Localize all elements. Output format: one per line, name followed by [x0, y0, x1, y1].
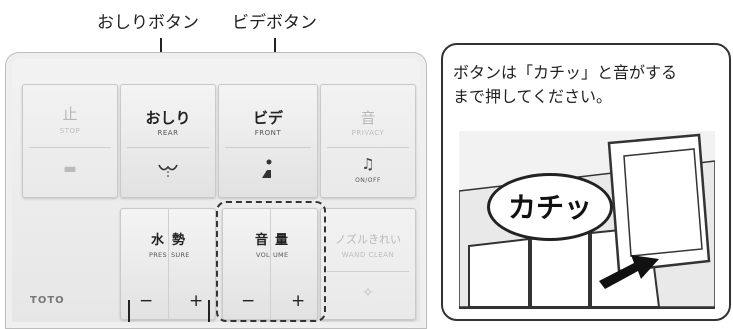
bidet-button-label: ビデボタン — [232, 13, 317, 33]
pressure-minus-callout-line — [128, 300, 130, 322]
wand-clean-en-label: WAND CLEAN — [341, 251, 395, 259]
volume-en-label-1: VOL — [256, 251, 270, 259]
pressure-plus-button[interactable]: + — [189, 291, 204, 311]
volume-split — [270, 209, 271, 319]
privacy-onoff-label: ON/OFF — [355, 177, 381, 184]
rear-wash-icon — [158, 164, 178, 179]
pressure-plus-callout-line — [208, 300, 210, 322]
stop-jp-label: 止 — [62, 105, 78, 123]
rear-divider — [127, 147, 209, 148]
wand-clean-button[interactable]: ノズルきれい WAND CLEAN ✧ — [320, 208, 416, 320]
rear-jp-label: おしり — [145, 109, 191, 127]
stop-button[interactable]: 止 STOP ▬ — [22, 84, 118, 198]
pressure-button-group: 水 勢 PRES SURE − + — [120, 208, 216, 320]
privacy-jp-label: 音 — [360, 109, 376, 127]
pressure-en-label-1: PRES — [149, 251, 167, 259]
pressure-split — [168, 209, 169, 319]
front-button[interactable]: ビデ FRONT — [218, 84, 318, 198]
volume-jp-label-1: 音 — [255, 233, 269, 248]
instruction-note: ボタンは「カチッ」と音がする まで押してください。 カチッ — [441, 43, 731, 321]
volume-button-group: 音 量 VOL UME − + — [222, 208, 318, 320]
music-note-icon: ♫ — [361, 155, 375, 173]
pressure-minus-button[interactable]: − — [139, 291, 154, 311]
rear-button[interactable]: おしり REAR — [120, 84, 216, 198]
volume-highlight-box — [216, 201, 326, 322]
pressure-jp-label-2: 勢 — [172, 233, 186, 248]
click-sound-text: カチッ — [507, 191, 592, 224]
privacy-divider — [327, 147, 409, 148]
pressure-jp-label-1: 水 — [151, 233, 165, 248]
toto-logo: TOTO — [30, 295, 65, 306]
wand-clean-jp-label: ノズルきれい — [335, 233, 401, 246]
instruction-text: ボタンは「カチッ」と音がする まで押してください。 — [453, 61, 723, 109]
front-jp-label: ビデ — [252, 109, 283, 127]
front-divider — [225, 147, 311, 148]
privacy-button[interactable]: 音 PRIVACY ♫ ON/OFF — [320, 84, 416, 198]
front-en-label: FRONT — [254, 129, 282, 137]
instruction-line-2: まで押してください。 — [453, 87, 613, 106]
stop-icon: ▬ — [63, 161, 77, 177]
pressure-en-label-2: SURE — [171, 251, 190, 259]
press-illustration: カチッ — [459, 131, 715, 309]
volume-minus-button[interactable]: − — [241, 291, 256, 311]
front-wash-icon — [262, 159, 272, 180]
stop-en-label: STOP — [59, 127, 81, 135]
volume-plus-button[interactable]: + — [291, 291, 306, 311]
wand-clean-divider — [327, 271, 409, 272]
click-speech-bubble: カチッ — [487, 173, 613, 241]
volume-jp-label-2: 量 — [275, 233, 289, 248]
volume-en-label-2: UME — [273, 251, 289, 259]
instruction-line-1: ボタンは「カチッ」と音がする — [453, 63, 678, 82]
stop-divider — [29, 147, 111, 148]
rear-en-label: REAR — [157, 129, 179, 137]
privacy-en-label: PRIVACY — [351, 129, 385, 137]
oshiri-button-label: おしりボタン — [97, 13, 199, 33]
sparkle-icon: ✧ — [362, 285, 374, 301]
